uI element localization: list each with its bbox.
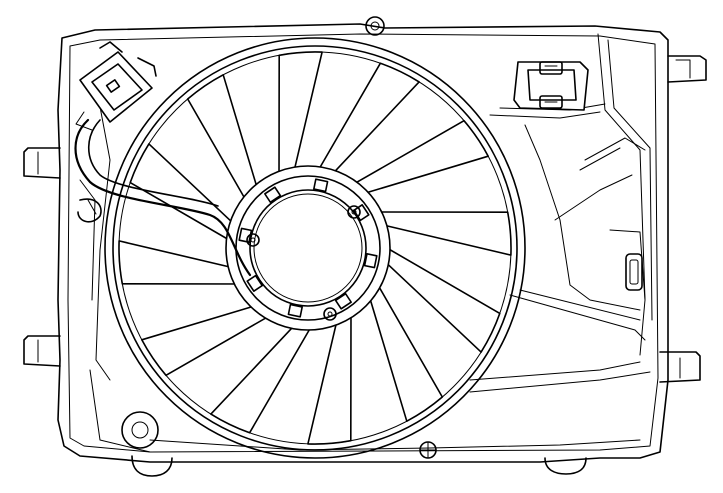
mounting-tab-icon — [23, 335, 61, 367]
bolt-icon — [323, 307, 337, 321]
fan-blade — [186, 74, 262, 213]
slot-icon — [625, 253, 643, 291]
fan-blade — [376, 211, 512, 256]
hub-tabs — [238, 178, 378, 318]
fan-blade — [129, 143, 246, 249]
mounting-tab-icon — [667, 55, 707, 83]
fan-blade — [384, 247, 501, 353]
fan-blade — [118, 240, 254, 285]
hub-tab — [313, 178, 329, 193]
hub-tab — [246, 274, 263, 292]
fan-blade — [314, 62, 420, 179]
fan-blade — [368, 283, 444, 422]
electrical-connector-icon — [75, 41, 157, 131]
grommet-icon — [121, 411, 159, 449]
wire-harness — [74, 118, 252, 277]
fan-blade — [278, 51, 323, 187]
mounting-tab-icon — [23, 147, 61, 179]
fan-blade — [350, 119, 489, 195]
bolt-icon — [347, 205, 361, 219]
mounting-foot-icon — [544, 457, 587, 475]
fan-blade — [141, 301, 280, 377]
hub-tab — [287, 303, 303, 318]
harness-clip-icon — [513, 61, 589, 111]
hub-tab — [334, 293, 352, 310]
bolt-icon — [365, 16, 385, 36]
bolt-icon — [419, 441, 437, 459]
fan-blade — [210, 317, 316, 434]
bolt-icon — [246, 233, 260, 247]
hub-tab — [264, 186, 282, 203]
fan-blade — [307, 309, 352, 445]
motor-hub-icon — [225, 165, 391, 331]
fan-blades — [118, 51, 512, 445]
hub-tab — [238, 227, 253, 243]
mounting-foot-icon — [131, 455, 173, 477]
hub-tab — [363, 253, 378, 269]
mounting-tab-icon — [659, 351, 701, 383]
